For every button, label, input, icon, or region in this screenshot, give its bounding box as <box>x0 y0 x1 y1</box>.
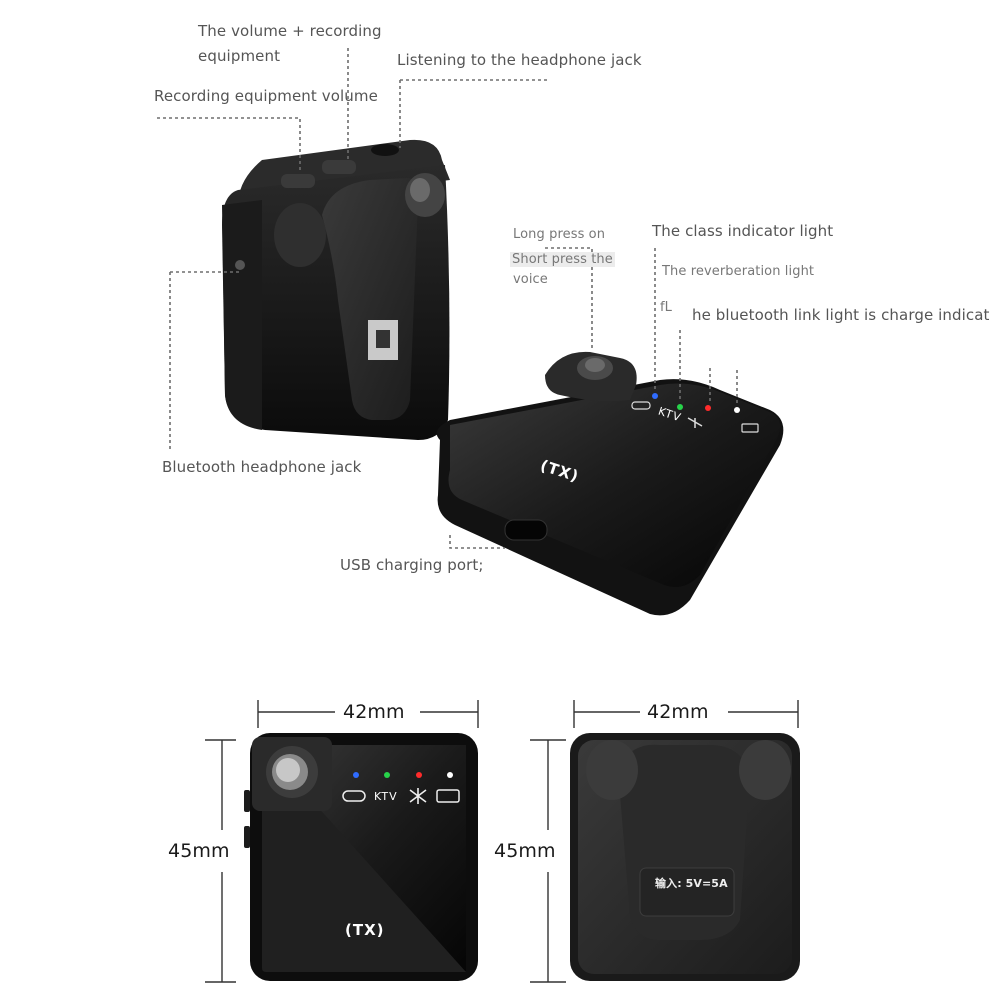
callout-headphone-listen: Listening to the headphone jack <box>397 51 642 69</box>
dim-front-width: 42mm <box>343 701 405 723</box>
device-back-flat <box>570 733 800 981</box>
dim-back-height: 45mm <box>494 840 556 862</box>
callout-volume-recording-2: equipment <box>198 47 281 65</box>
device-back-top <box>222 139 450 440</box>
callout-voice: voice <box>513 272 548 287</box>
back-tag-text: 输入: 5V=5A <box>655 877 728 890</box>
device-front-top <box>436 351 784 616</box>
callout-reverb-fragment: fL <box>660 300 673 315</box>
dim-back-width: 42mm <box>647 701 709 723</box>
callout-volume-recording: The volume + recording <box>198 22 382 40</box>
callout-long-press: Long press on <box>513 227 606 242</box>
callout-reverb-light: The reverberation light <box>662 264 815 279</box>
callout-short-press: Short press the <box>510 252 615 267</box>
callout-class-light: The class indicator light <box>652 222 834 240</box>
dimension-lines <box>205 700 799 983</box>
callout-bluetooth-link: he bluetooth link light is charge indica… <box>692 306 990 324</box>
callout-recording-volume: Recording equipment volume <box>154 87 378 105</box>
leader-lines <box>157 48 738 549</box>
callout-bt-headphone-jack: Bluetooth headphone jack <box>162 458 362 476</box>
device-front-flat <box>244 733 478 981</box>
tx-label-front: (TX) <box>345 921 385 939</box>
callout-usb-port: USB charging port; <box>340 556 484 574</box>
ktv-label-front: KTV <box>374 790 398 803</box>
dim-front-height: 45mm <box>168 840 230 862</box>
